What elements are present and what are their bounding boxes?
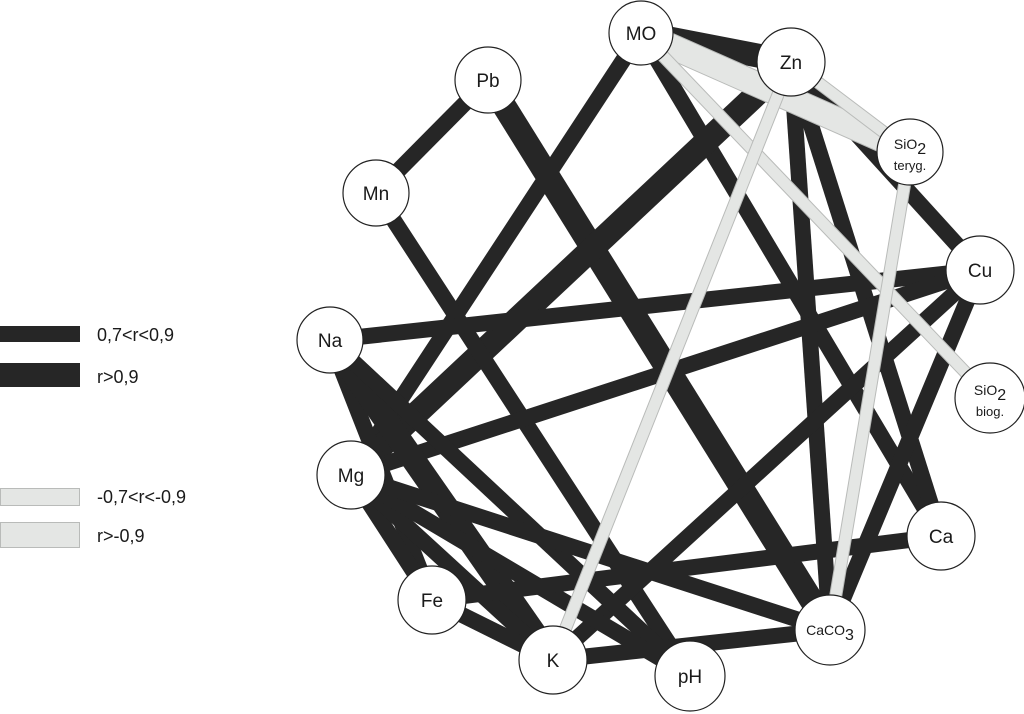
edge-pb-caco3 [477, 73, 841, 637]
node-mg: Mg [316, 440, 386, 510]
edge-mg-k [345, 469, 559, 666]
node-label-mg: Mg [338, 466, 364, 487]
node-na: Na [296, 306, 364, 374]
node-ca: Ca [906, 501, 976, 571]
legend-label-positive-strong: r>0,9 [97, 367, 139, 387]
node-cu: Cu [945, 235, 1015, 305]
node-zn: Zn [756, 27, 826, 97]
node-fe: Fe [397, 565, 467, 635]
node-mo: MO [608, 0, 674, 66]
edge-zn-mg [342, 53, 800, 484]
node-ph: pH [654, 640, 726, 712]
legend-label-positive-moderate: 0,7<r<0,9 [97, 325, 175, 345]
edge-cu-k [547, 264, 986, 666]
edge-zn-k [546, 59, 798, 663]
node-pb: Pb [454, 46, 522, 114]
legend-swatch-positive-moderate [0, 326, 80, 342]
node-label-fe: Fe [421, 591, 443, 612]
legend-swatch-negative-strong [0, 522, 80, 548]
legend-swatch-negative-moderate [0, 488, 80, 506]
edge-cu-caco3 [822, 266, 988, 634]
node-label-ca: Ca [929, 527, 954, 548]
edge-sio2t-caco3 [823, 150, 917, 632]
node-label-mn: Mn [363, 184, 389, 205]
edge-mn-ph [369, 188, 697, 681]
edge-mg-ph [346, 468, 695, 683]
edge-na-ph [324, 334, 696, 682]
node-sublabel-sio2t: teryg. [894, 158, 927, 173]
node-label-ph: pH [678, 667, 702, 688]
node-label-zn: Zn [780, 53, 802, 74]
legend-swatch-positive-strong [0, 363, 80, 387]
node-sublabel-sio2b: biog. [976, 404, 1004, 419]
legend-label-negative-strong: r>-0,9 [97, 526, 145, 546]
node-label-k: K [547, 651, 560, 672]
node-label-na: Na [318, 331, 343, 352]
edge-zn-caco3 [783, 61, 838, 631]
node-label-pb: Pb [476, 71, 499, 92]
node-mn: Mn [342, 159, 410, 227]
edge-mo-sio2b [636, 28, 995, 403]
node-k: K [518, 625, 588, 695]
node-label-mo: MO [626, 24, 657, 45]
node-label-cu: Cu [968, 261, 992, 282]
node-caco3: CaCO3 [794, 594, 866, 666]
legend-label-negative-moderate: -0,7<r<-0,9 [97, 487, 187, 507]
edge-fe-ca [431, 528, 942, 608]
